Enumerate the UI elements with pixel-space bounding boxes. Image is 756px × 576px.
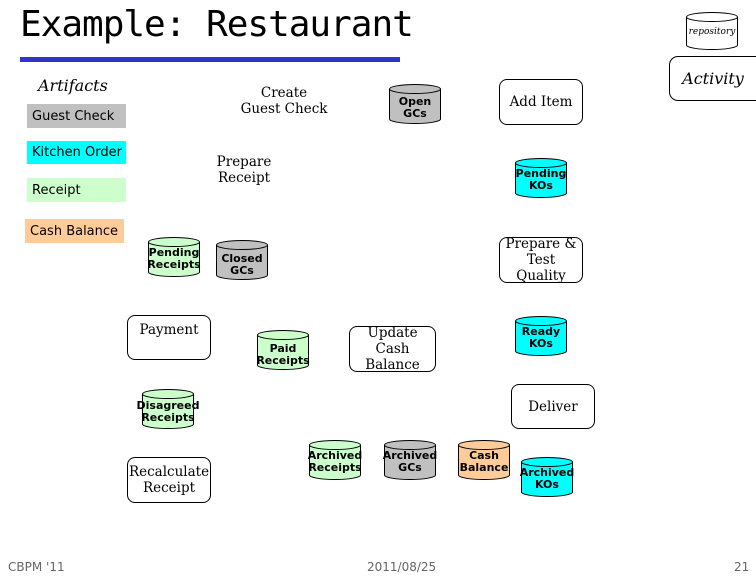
repo-archived-kos-label: Archived KOs xyxy=(519,466,575,491)
footer-date: 2011/08/25 xyxy=(367,560,437,574)
repo-archived-gcs-label: Archived GCs xyxy=(382,449,438,474)
artifacts-heading: Artifacts xyxy=(38,76,108,95)
repo-disagreed-receipts-label: Disagreed Receipts xyxy=(136,399,200,424)
activity-payment-label: Payment xyxy=(139,321,199,338)
repo-archived-gcs-cylinder-icon xyxy=(384,440,436,480)
activity-payment: Payment xyxy=(127,315,211,360)
activity-prepare-receipt-label: Prepare Receipt xyxy=(216,154,272,186)
slide-title: Example: Restaurant xyxy=(20,4,414,45)
repo-disagreed-receipts-cylinder-icon xyxy=(142,389,194,429)
artifact-kitchen-order: Kitchen Order xyxy=(27,141,126,164)
activity-deliver: Deliver xyxy=(511,384,595,429)
repo-closed-gcs-label: Closed GCs xyxy=(221,252,263,277)
repo-cash-balance: Cash Balance xyxy=(458,440,510,480)
repo-archived-receipts-cylinder-icon xyxy=(309,440,361,480)
activity-add-item: Add Item xyxy=(499,79,583,125)
repo-cash-balance-cylinder-icon xyxy=(458,440,510,480)
activity-prepare-test-quality-label: Prepare & Test Quality xyxy=(505,236,577,284)
repo-pending-receipts: Pending Receipts xyxy=(147,237,201,277)
artifact-cash-balance: Cash Balance xyxy=(25,219,124,243)
activity-prepare-test-quality: Prepare & Test Quality xyxy=(499,236,583,284)
activity-create-guest-check: Create Guest Check xyxy=(238,80,330,122)
activity-legend: Activity xyxy=(669,56,756,101)
repo-paid-receipts-label: Paid Receipts xyxy=(256,342,310,367)
repo-pending-kos-cylinder-icon xyxy=(515,158,567,198)
repo-open-gcs: Open GCs xyxy=(389,84,441,124)
repo-closed-gcs: Closed GCs xyxy=(216,240,268,280)
repo-archived-kos-cylinder-icon xyxy=(521,457,573,497)
repo-paid-receipts: Paid Receipts xyxy=(256,330,310,370)
repository-legend: repository xyxy=(686,12,738,50)
activity-update-cash-balance: Update Cash Balance xyxy=(349,325,436,373)
activity-deliver-label: Deliver xyxy=(528,398,578,415)
repo-open-gcs-cylinder-icon xyxy=(389,84,441,124)
activity-create-guest-check-label: Create Guest Check xyxy=(240,85,328,117)
footer-page-number: 21 xyxy=(734,560,750,574)
repo-pending-receipts-cylinder-icon xyxy=(148,237,200,277)
activity-update-cash-balance-label: Update Cash Balance xyxy=(365,325,420,373)
repo-disagreed-receipts: Disagreed Receipts xyxy=(137,389,199,429)
footer-conference: CBPM '11 xyxy=(8,560,65,574)
repo-pending-kos: Pending KOs xyxy=(515,158,567,198)
repo-paid-receipts-cylinder-icon xyxy=(257,330,309,370)
repo-archived-kos: Archived KOs xyxy=(520,457,574,497)
repo-closed-gcs-cylinder-icon xyxy=(216,240,268,280)
artifact-receipt: Receipt xyxy=(27,178,126,202)
repo-archived-gcs: Archived GCs xyxy=(383,440,437,480)
repo-archived-receipts-label: Archived Receipts xyxy=(307,449,363,474)
repo-cash-balance-label: Cash Balance xyxy=(459,449,509,474)
repo-ready-kos-label: Ready KOs xyxy=(521,325,561,350)
repo-open-gcs-label: Open GCs xyxy=(398,95,432,120)
activity-recalculate-receipt-label: Recalculate Receipt xyxy=(128,464,210,496)
repo-pending-receipts-label: Pending Receipts xyxy=(147,246,201,271)
repo-pending-kos-label: Pending KOs xyxy=(515,167,567,192)
activity-legend-label: Activity xyxy=(682,69,744,88)
activity-add-item-label: Add Item xyxy=(509,94,573,110)
repo-archived-receipts: Archived Receipts xyxy=(308,440,362,480)
artifact-guest-check: Guest Check xyxy=(27,104,126,128)
activity-prepare-receipt: Prepare Receipt xyxy=(204,149,284,191)
activity-recalculate-receipt: Recalculate Receipt xyxy=(127,457,211,503)
repository-legend-label: repository xyxy=(688,27,736,37)
repository-legend-cylinder-icon xyxy=(686,12,738,50)
repo-ready-kos: Ready KOs xyxy=(515,316,567,356)
title-underline xyxy=(20,57,400,62)
repo-ready-kos-cylinder-icon xyxy=(515,316,567,356)
